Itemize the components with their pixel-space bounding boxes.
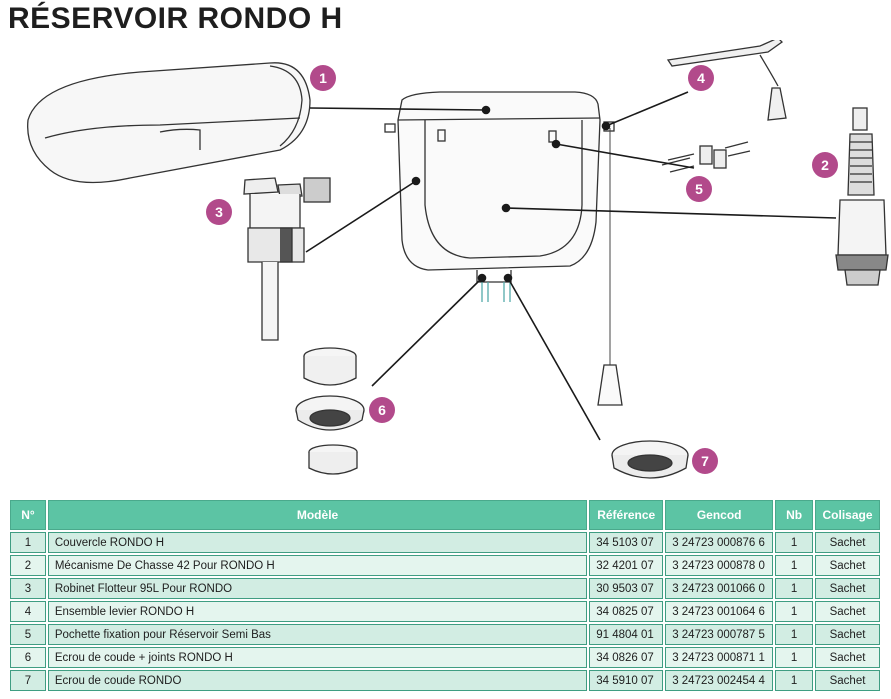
- header-gencod: Gencod: [665, 500, 774, 530]
- cell-gencod: 3 24723 001064 6: [665, 601, 774, 622]
- cell-colisage: Sachet: [815, 601, 880, 622]
- float-valve-part: [243, 177, 331, 341]
- cell-model: Mécanisme De Chasse 42 Pour RONDO H: [47, 555, 588, 576]
- table-row: 7 Ecrou de coude RONDO 34 5910 07 3 2472…: [10, 670, 880, 691]
- cell-gencod: 3 24723 000871 1: [665, 647, 774, 668]
- cell-gencod: 3 24723 002454 4: [665, 670, 774, 691]
- svg-text:2: 2: [821, 157, 829, 173]
- cell-nb: 1: [775, 647, 814, 668]
- cell-reference: 34 5910 07: [589, 670, 664, 691]
- header-model: Modèle: [47, 500, 588, 530]
- elbow-nut-part: [611, 440, 689, 479]
- svg-text:3: 3: [215, 204, 223, 220]
- svg-text:1: 1: [319, 70, 327, 86]
- cell-model: Ensemble levier RONDO H: [47, 601, 588, 622]
- lever-part: [666, 40, 787, 121]
- callout-7: 7: [692, 448, 718, 474]
- cell-reference: 30 9503 07: [589, 578, 664, 599]
- cell-nb: 1: [775, 578, 814, 599]
- pull-handle: [597, 364, 623, 406]
- cell-nb: 1: [775, 532, 814, 553]
- callout-3: 3: [206, 199, 232, 225]
- cell-reference: 32 4201 07: [589, 555, 664, 576]
- cell-number: 5: [10, 624, 46, 645]
- cell-colisage: Sachet: [815, 578, 880, 599]
- svg-text:4: 4: [697, 70, 705, 86]
- cell-number: 4: [10, 601, 46, 622]
- header-number: N°: [10, 500, 46, 530]
- callout-4: 4: [688, 65, 714, 91]
- leader-lines: [305, 91, 837, 441]
- cell-gencod: 3 24723 000876 6: [665, 532, 774, 553]
- cell-number: 1: [10, 532, 46, 553]
- exploded-diagram: 1 2 3 4 5 6 7: [27, 40, 889, 479]
- cell-number: 2: [10, 555, 46, 576]
- callout-6: 6: [369, 397, 395, 423]
- table-row: 5 Pochette fixation pour Réservoir Semi …: [10, 624, 880, 645]
- cell-colisage: Sachet: [815, 532, 880, 553]
- table-row: 4 Ensemble levier RONDO H 34 0825 07 3 2…: [10, 601, 880, 622]
- table-row: 3 Robinet Flotteur 95L Pour RONDO 30 950…: [10, 578, 880, 599]
- svg-text:6: 6: [378, 402, 386, 418]
- table-header-row: N° Modèle Référence Gencod Nb Colisage: [10, 500, 880, 530]
- cell-nb: 1: [775, 670, 814, 691]
- header-nb: Nb: [775, 500, 814, 530]
- cell-colisage: Sachet: [815, 624, 880, 645]
- cell-gencod: 3 24723 001066 0: [665, 578, 774, 599]
- cell-reference: 34 0826 07: [589, 647, 664, 668]
- callout-2: 2: [812, 152, 838, 178]
- table-row: 6 Ecrou de coude + joints RONDO H 34 082…: [10, 647, 880, 668]
- callout-1: 1: [310, 65, 336, 91]
- cell-nb: 1: [775, 601, 814, 622]
- callout-5: 5: [686, 176, 712, 202]
- cell-model: Pochette fixation pour Réservoir Semi Ba…: [47, 624, 588, 645]
- cell-reference: 34 0825 07: [589, 601, 664, 622]
- cell-colisage: Sachet: [815, 647, 880, 668]
- cell-model: Couvercle RONDO H: [47, 532, 588, 553]
- flush-mechanism-part: [835, 107, 889, 286]
- cell-model: Robinet Flotteur 95L Pour RONDO: [47, 578, 588, 599]
- cell-gencod: 3 24723 000787 5: [665, 624, 774, 645]
- cell-nb: 1: [775, 555, 814, 576]
- cell-number: 6: [10, 647, 46, 668]
- svg-text:5: 5: [695, 181, 703, 197]
- svg-text:7: 7: [701, 453, 709, 469]
- cell-reference: 91 4804 01: [589, 624, 664, 645]
- fixing-kit-part: [661, 141, 751, 173]
- elbow-nut-joints-part: [295, 347, 365, 475]
- page-title: RÉSERVOIR RONDO H: [8, 2, 343, 35]
- cell-nb: 1: [775, 624, 814, 645]
- lid-part: [27, 62, 311, 184]
- parts-table: N° Modèle Référence Gencod Nb Colisage 1…: [8, 498, 882, 693]
- table-row: 1 Couvercle RONDO H 34 5103 07 3 24723 0…: [10, 532, 880, 553]
- cell-colisage: Sachet: [815, 555, 880, 576]
- cell-reference: 34 5103 07: [589, 532, 664, 553]
- tank-part: [384, 91, 615, 302]
- cell-colisage: Sachet: [815, 670, 880, 691]
- table-row: 2 Mécanisme De Chasse 42 Pour RONDO H 32…: [10, 555, 880, 576]
- cell-model: Ecrou de coude + joints RONDO H: [47, 647, 588, 668]
- cell-number: 7: [10, 670, 46, 691]
- cell-model: Ecrou de coude RONDO: [47, 670, 588, 691]
- cell-number: 3: [10, 578, 46, 599]
- cell-gencod: 3 24723 000878 0: [665, 555, 774, 576]
- header-reference: Référence: [589, 500, 664, 530]
- header-colisage: Colisage: [815, 500, 880, 530]
